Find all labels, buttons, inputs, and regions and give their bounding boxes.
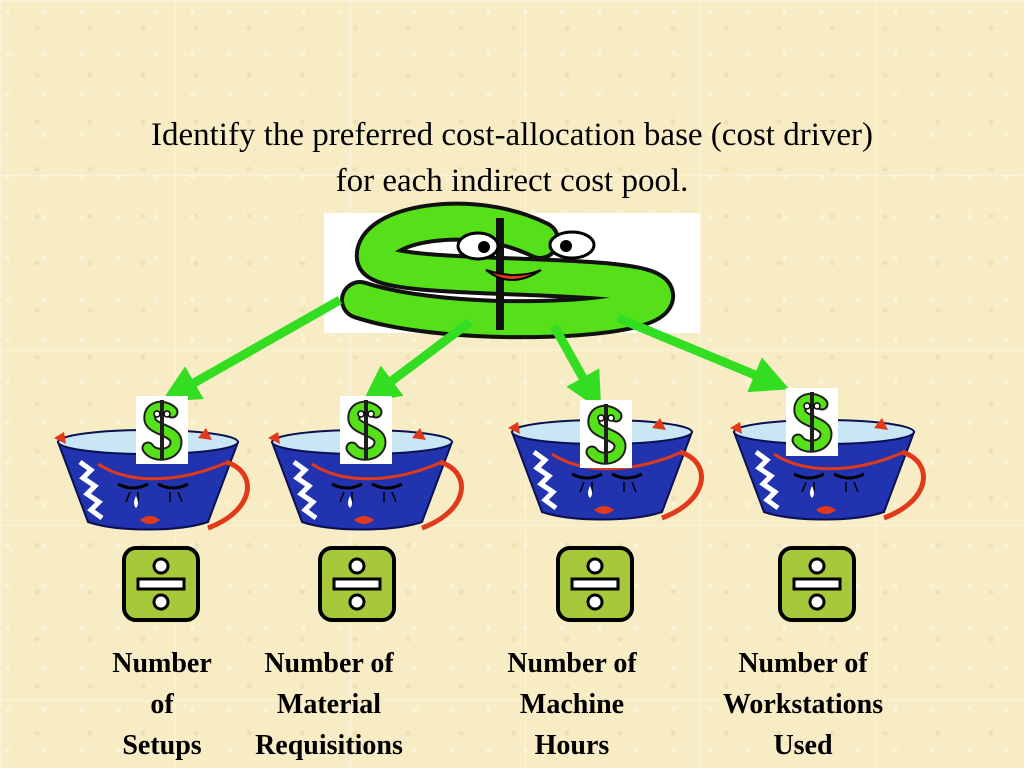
label-line: Number: [112, 648, 212, 679]
cost-driver-label-setups: Number of Setups: [92, 643, 232, 766]
division-sign-icon: [318, 546, 396, 622]
small-dollar-sign-icon: [340, 396, 392, 464]
label-line: of: [150, 689, 174, 720]
green-arrow-icon: [550, 323, 602, 411]
label-line: Workstations: [722, 689, 884, 720]
division-sign-icon: [556, 546, 634, 622]
label-line: Number of: [738, 648, 868, 679]
label-line: Requisitions: [255, 730, 403, 761]
label-line: Number of: [264, 648, 394, 679]
small-dollar-sign-icon: [580, 400, 632, 468]
label-line: Used: [773, 730, 833, 761]
cost-driver-label-workstations-used: Number of Workstations Used: [698, 643, 908, 766]
cost-driver-label-material-requisitions: Number of Material Requisitions: [232, 643, 426, 766]
green-arrow-icon: [616, 313, 790, 393]
division-sign-icon: [122, 546, 200, 622]
cost-driver-label-machine-hours: Number of Machine Hours: [482, 643, 662, 766]
green-arrow-icon: [361, 318, 473, 404]
label-line: Hours: [534, 730, 610, 761]
label-line: Machine: [519, 689, 625, 720]
title-line-2: for each indirect cost pool.: [335, 163, 689, 199]
division-sign-icon: [778, 546, 856, 622]
slide-title: Identify the preferred cost-allocation b…: [40, 112, 984, 204]
green-arrow-icon: [161, 296, 343, 402]
label-line: Setups: [122, 730, 202, 761]
label-line: Material: [276, 689, 382, 720]
small-dollar-sign-icon: [786, 388, 838, 456]
small-dollar-sign-icon: [136, 396, 188, 464]
title-line-1: Identify the preferred cost-allocation b…: [150, 117, 873, 153]
smiling-dollar-sign-icon: [324, 201, 700, 340]
label-line: Number of: [507, 648, 637, 679]
